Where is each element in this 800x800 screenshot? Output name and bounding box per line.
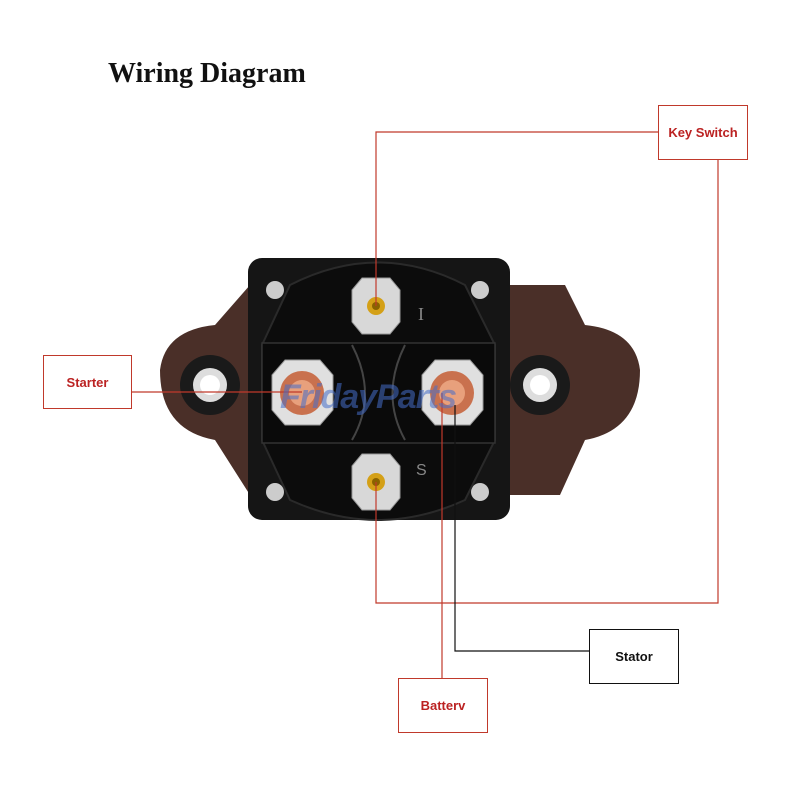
wire-key-switch-return (375, 160, 719, 604)
stator-label: Stator (589, 629, 679, 684)
watermark-logo: FridayParts (280, 378, 457, 416)
battery-label: Batterv (398, 678, 488, 733)
wire-key-switch (375, 131, 658, 306)
starter-label: Starter (43, 355, 132, 409)
wire-stator (454, 405, 589, 652)
terminal-mark-top: I (418, 304, 424, 324)
terminal-mark-bottom: S (416, 462, 427, 479)
key-switch-label: Key Switch (658, 105, 748, 160)
page-title: Wiring Diagram (108, 58, 306, 89)
